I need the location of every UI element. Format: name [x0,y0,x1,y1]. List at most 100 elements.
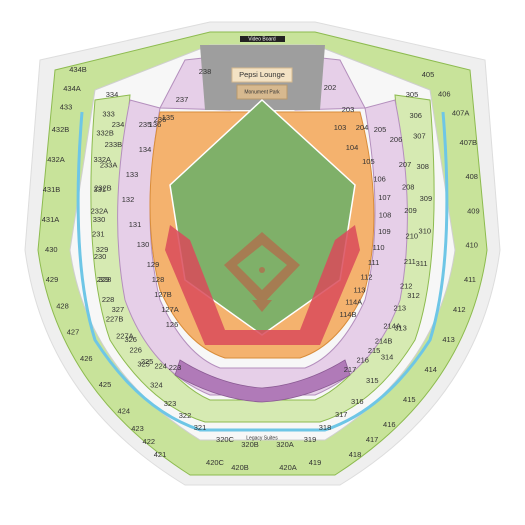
section-215[interactable]: 215 [368,346,381,355]
section-425[interactable]: 425 [99,380,112,389]
section-236[interactable]: 236 [154,115,167,124]
section-210[interactable]: 210 [406,231,419,240]
section-429[interactable]: 429 [46,275,59,284]
section-235[interactable]: 235 [139,120,152,129]
section-217[interactable]: 217 [344,365,357,374]
section-135[interactable]: 135 [162,113,175,122]
section-326[interactable]: 326 [124,335,137,344]
section-419[interactable]: 419 [309,458,322,467]
section-434b[interactable]: 434B [69,65,87,74]
section-310[interactable]: 310 [419,226,432,235]
section-413[interactable]: 413 [442,335,455,344]
section-225[interactable]: 225 [141,357,154,366]
section-204[interactable]: 204 [356,123,369,132]
section-207[interactable]: 207 [399,160,412,169]
section-430[interactable]: 430 [45,245,58,254]
section-323[interactable]: 323 [164,399,177,408]
section-238[interactable]: 238 [199,67,212,76]
section-417[interactable]: 417 [366,435,379,444]
section-214b[interactable]: 214B [375,336,393,345]
section-420c[interactable]: 420C [206,458,225,467]
section-432a[interactable]: 432A [47,155,65,164]
section-409[interactable]: 409 [467,206,480,215]
section-418[interactable]: 418 [349,450,362,459]
section-422[interactable]: 422 [143,437,156,446]
section-313[interactable]: 313 [394,323,407,332]
section-132[interactable]: 132 [122,195,135,204]
section-334[interactable]: 334 [106,90,119,99]
section-324[interactable]: 324 [150,381,163,390]
section-420a[interactable]: 420A [279,463,297,472]
section-233b[interactable]: 233B [105,140,123,149]
section-407b[interactable]: 407B [460,138,478,147]
section-431a[interactable]: 431A [42,215,60,224]
section-208[interactable]: 208 [402,182,415,191]
section-320c[interactable]: 320C [216,435,235,444]
section-311[interactable]: 311 [416,259,428,268]
section-426[interactable]: 426 [80,354,93,363]
section-424[interactable]: 424 [118,406,131,415]
section-408[interactable]: 408 [465,172,478,181]
section-415[interactable]: 415 [403,395,416,404]
section-114b[interactable]: 114B [340,310,357,319]
section-327[interactable]: 327 [112,305,125,314]
section-108[interactable]: 108 [379,210,392,219]
section-216[interactable]: 216 [356,355,369,364]
section-227a[interactable]: 227A [116,331,134,340]
section-406[interactable]: 406 [438,89,451,98]
section-129[interactable]: 129 [147,260,160,269]
section-203[interactable]: 203 [342,105,355,114]
section-114a[interactable]: 114A [345,298,362,307]
section-416[interactable]: 416 [383,420,396,429]
section-320a[interactable]: 320A [276,440,294,449]
section-428[interactable]: 428 [56,301,69,310]
section-407a[interactable]: 407A [452,109,470,118]
section-110[interactable]: 110 [373,243,385,252]
section-316[interactable]: 316 [351,397,364,406]
pepsi-lounge-box[interactable] [231,67,293,83]
section-206[interactable]: 206 [390,135,403,144]
section-328[interactable]: 328 [99,275,112,284]
section-223[interactable]: 223 [169,363,182,372]
section-211[interactable]: 211 [404,257,416,266]
section-414[interactable]: 414 [424,365,437,374]
section-431b[interactable]: 431B [43,185,61,194]
section-227b[interactable]: 227B [106,314,124,323]
section-325[interactable]: 325 [137,359,150,368]
section-214a[interactable]: 214A [383,321,401,330]
section-320b[interactable]: 320B [241,440,259,449]
section-433[interactable]: 433 [60,102,73,111]
section-410[interactable]: 410 [465,241,478,250]
section-329[interactable]: 329 [96,245,109,254]
section-332a[interactable]: 332A [94,155,112,164]
section-209[interactable]: 209 [404,206,417,215]
section-202[interactable]: 202 [324,83,337,92]
section-315[interactable]: 315 [366,376,379,385]
section-134[interactable]: 134 [139,145,152,154]
section-314[interactable]: 314 [381,353,394,362]
section-133[interactable]: 133 [126,170,139,179]
section-308[interactable]: 308 [416,162,429,171]
section-111[interactable]: 111 [368,258,379,267]
section-237[interactable]: 237 [176,95,189,104]
section-318[interactable]: 318 [319,423,332,432]
section-312[interactable]: 312 [407,291,420,300]
section-405[interactable]: 405 [422,70,435,79]
section-231[interactable]: 231 [92,229,105,238]
section-224[interactable]: 224 [154,361,167,370]
section-112[interactable]: 112 [361,272,373,281]
section-309[interactable]: 309 [420,194,433,203]
section-332b[interactable]: 332B [96,129,114,138]
section-205[interactable]: 205 [374,125,387,134]
section-307[interactable]: 307 [413,131,426,140]
section-233a[interactable]: 233A [100,161,118,170]
section-317[interactable]: 317 [335,410,348,419]
section-434a[interactable]: 434A [63,84,81,93]
section-432b[interactable]: 432B [52,125,70,134]
section-319[interactable]: 319 [304,435,317,444]
section-230[interactable]: 230 [94,252,107,261]
section-131[interactable]: 131 [129,220,142,229]
section-213[interactable]: 213 [394,304,407,313]
section-322[interactable]: 322 [179,411,192,420]
section-229[interactable]: 229 [97,275,110,284]
